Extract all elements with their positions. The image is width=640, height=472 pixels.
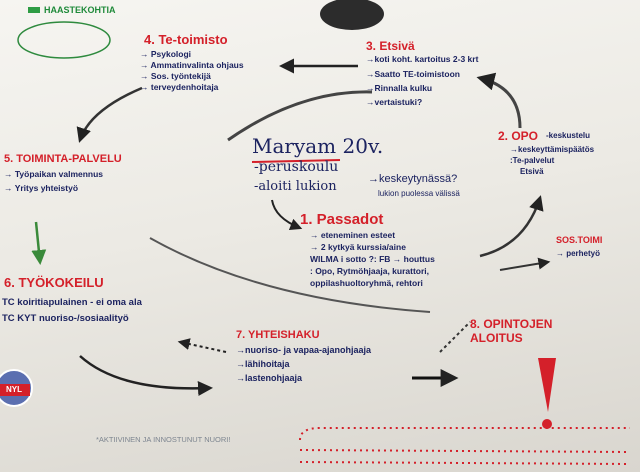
cloud-doodle bbox=[17, 21, 111, 59]
bottom-dotted-border bbox=[299, 427, 630, 441]
node-te-item-3: → Sos. työntekijä bbox=[140, 71, 211, 81]
footer-note: *AKTIIVINEN JA INNOSTUNUT NUORI! bbox=[96, 435, 231, 444]
node-passadot-item-4: : Opo, Rytmöhjaaja, kurattori, bbox=[310, 266, 430, 276]
underline-center bbox=[251, 159, 341, 163]
nyl-logo-text: NYL bbox=[6, 385, 22, 394]
node-passadot-item-1: → eteneminen esteet bbox=[310, 230, 396, 240]
center-line-2: -aloiti lukion bbox=[254, 179, 337, 194]
node-te-item-1: → Psykologi bbox=[140, 49, 192, 59]
arrow-sweep-lower bbox=[149, 237, 431, 313]
arrow-opo-to-etsiva bbox=[476, 72, 522, 129]
arrow-te-to-toiminta bbox=[76, 86, 143, 143]
node-te-toimisto-title: 4. Te-toimisto bbox=[144, 32, 228, 47]
arrow-toiminta-to-tyokokeilu bbox=[31, 221, 47, 265]
arrow-center-to-passadot bbox=[271, 199, 303, 231]
node-yhteishaku-item-1: →nuoriso- ja vapaa-ajanohjaaja bbox=[236, 345, 372, 355]
node-toiminta-item-2: → Yritys yhteistyö bbox=[4, 183, 79, 193]
arrow-to-sos-toimi bbox=[499, 257, 551, 271]
node-etsiva-item-3: →Rinnalla kulku bbox=[366, 83, 433, 93]
arrow-dotted-to-aloitus bbox=[439, 321, 471, 353]
node-etsiva-item-2: →Saatto TE-toimistoon bbox=[366, 69, 460, 79]
sos-toimi-item: → perhetyö bbox=[556, 249, 601, 258]
bottom-dotted-row2 bbox=[299, 461, 631, 465]
arrow-passadot-to-opo bbox=[479, 195, 544, 258]
node-toiminta-title: 5. TOIMINTA-PALVELU bbox=[4, 153, 122, 165]
node-tyokokeilu-item-2: TC KYT nuoriso-/sosiaalityö bbox=[2, 313, 129, 324]
node-opo-title-tail: -keskustelu bbox=[546, 131, 591, 140]
exclamation-bar bbox=[538, 358, 556, 412]
node-opo-item-2: :Te-palvelut bbox=[510, 156, 555, 165]
node-te-item-2: → Ammatinvalinta ohjaus bbox=[140, 60, 244, 70]
camera-shadow bbox=[320, 0, 384, 30]
header-tag: HAASTEKOHTIA bbox=[44, 5, 116, 15]
node-passadot-item-2: → 2 kytkyä kurssia/aine bbox=[310, 242, 406, 252]
exclamation-dot bbox=[542, 419, 552, 429]
node-opo-title: 2. OPO bbox=[498, 129, 539, 143]
node-aloitus-title: 8. OPINTOJEN ALOITUS bbox=[470, 317, 553, 345]
node-yhteishaku-title: 7. YHTEISHAKU bbox=[236, 329, 320, 341]
node-opo-item-3: Etsivä bbox=[520, 167, 544, 176]
node-etsiva-item-4: →vertaistuki? bbox=[366, 97, 423, 107]
node-passadot-item-5: oppilashuoltoryhmä, rehtori bbox=[310, 278, 423, 288]
arrow-dotted-yhteishaku bbox=[177, 338, 227, 353]
center-line-3: →keskeytynässä? bbox=[368, 173, 458, 185]
node-passadot-item-3: WILMA i sotto ?: FB → houttus bbox=[310, 254, 435, 264]
node-tyokokeilu-item-1: TC koiritiapulainen - ei oma ala bbox=[2, 297, 142, 308]
header-tag-marker bbox=[28, 7, 40, 13]
node-yhteishaku-item-2: →lähihoitaja bbox=[236, 359, 290, 369]
node-etsiva-title: 3. Etsivä bbox=[366, 39, 415, 53]
sos-toimi-title: SOS.TOIMI bbox=[556, 235, 603, 245]
node-yhteishaku-item-3: →lastenohjaaja bbox=[236, 373, 303, 383]
bottom-dotted-row1 bbox=[299, 449, 631, 453]
node-etsiva-item-1: →koti koht. kartoitus 2-3 krt bbox=[366, 54, 479, 64]
nyl-logo-band bbox=[0, 384, 30, 396]
node-te-item-4: → terveydenhoitaja bbox=[140, 82, 219, 92]
arrow-tyokokeilu-to-yhteishaku bbox=[79, 355, 213, 397]
node-toiminta-item-1: → Työpaikan valmennus bbox=[4, 169, 104, 179]
node-tyokokeilu-title: 6. TYÖKOKEILU bbox=[4, 275, 104, 290]
arrow-curve-top bbox=[227, 90, 373, 142]
center-line-4: lukion puolessa välissä bbox=[378, 189, 460, 198]
node-passadot-title: 1. Passadot bbox=[300, 211, 384, 228]
center-title: Maryam 20v. bbox=[252, 134, 384, 158]
node-opo-item-1: →keskeyttämispäätös bbox=[510, 145, 595, 154]
center-line-1: -peruskoulu bbox=[254, 159, 339, 175]
